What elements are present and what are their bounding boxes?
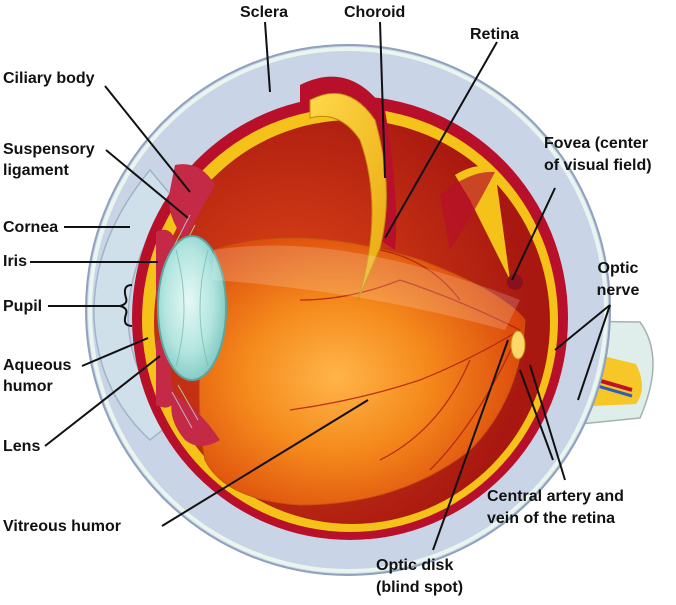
optic-disk [510,330,526,360]
lens [157,235,227,381]
cornea [93,168,177,441]
label-fovea-line2: of visual field) [544,157,652,174]
label-iris: Iris [3,253,28,270]
label-sclera: Sclera [240,4,289,21]
ciliary-body [169,164,215,240]
label-lens: Lens [3,438,41,455]
label-vitreous-humor: Vitreous humor [3,518,121,535]
label-central-line2: vein of the retina [487,510,616,527]
label-optic-nerve-line2: nerve [596,282,640,299]
label-suspensory-line2: ligament [3,162,69,179]
label-aqueous-line1: Aqueous [3,357,72,374]
label-aqueous-line2: humor [3,378,53,395]
vitreous-body [198,237,526,506]
label-choroid: Choroid [344,4,406,21]
label-optic-disk-line1: Optic disk [376,557,454,574]
label-optic-nerve-line1: Optic [597,260,639,277]
label-cornea: Cornea [3,219,59,236]
label-pupil: Pupil [3,298,43,315]
leader-lines [30,21,611,551]
label-fovea-line1: Fovea (center [544,135,649,152]
label-optic-disk-line2: (blind spot) [376,579,464,596]
label-retina: Retina [470,26,519,43]
fovea [507,274,523,290]
label-ciliary-body: Ciliary body [3,70,95,87]
label-central-line1: Central artery and [487,488,624,505]
label-suspensory-line1: Suspensory [3,141,95,158]
